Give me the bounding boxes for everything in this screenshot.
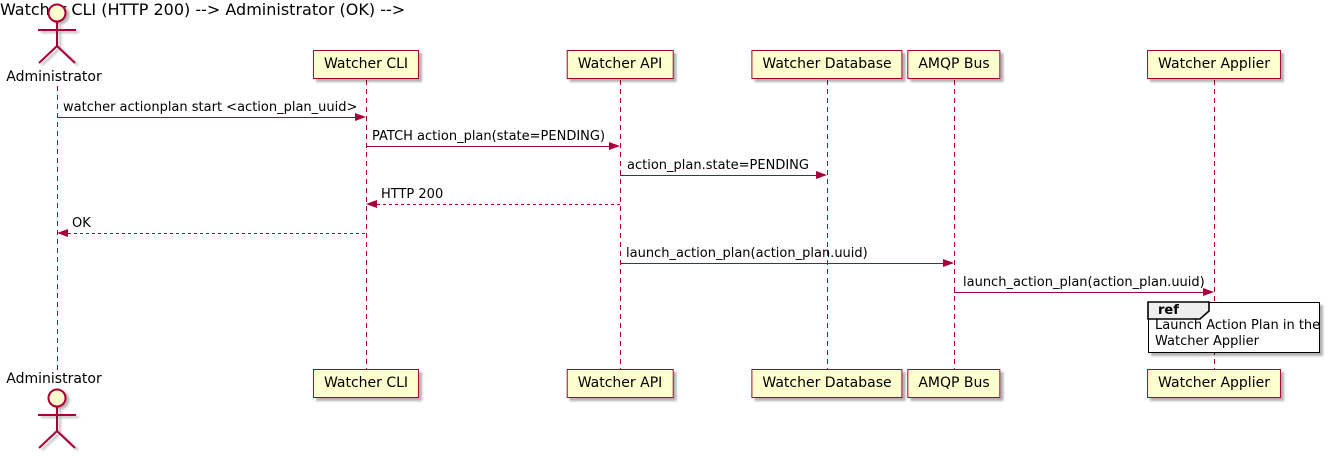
ref-keyword: ref: [1158, 303, 1179, 318]
participant-watcher-api-bottom: Watcher API: [566, 369, 674, 398]
ref-text-line-1: Launch Action Plan in the: [1155, 318, 1321, 333]
participant-watcher-database-top: Watcher Database: [751, 50, 903, 79]
message-1-arrowhead-icon: [355, 113, 366, 121]
actor-administrator-icon: [35, 2, 79, 68]
actor-administrator-icon-bottom: [35, 387, 79, 453]
lifeline-watcher-cli: [366, 80, 367, 370]
message-3-line: [620, 175, 816, 176]
message-3-arrowhead-icon: [816, 171, 827, 179]
message-4-label: HTTP 200: [381, 187, 444, 202]
participant-amqp-bus-bottom: AMQP Bus: [907, 369, 1001, 398]
message-7-line: [954, 292, 1203, 293]
ref-text-line-2: Watcher Applier: [1155, 334, 1259, 349]
message-4-arrowhead-icon: [366, 200, 377, 208]
message-5-label: OK: [72, 216, 91, 231]
lifeline-watcher-api: [620, 80, 621, 370]
participant-watcher-cli-bottom: Watcher CLI: [312, 369, 420, 398]
message-6-line: [620, 263, 943, 264]
participant-watcher-cli-top: Watcher CLI: [312, 50, 420, 79]
message-5-arrowhead-icon: [57, 229, 68, 237]
participant-watcher-applier-top: Watcher Applier: [1147, 50, 1281, 79]
lifeline-watcher-applier: [1214, 80, 1215, 370]
message-7-arrowhead-icon: [1203, 288, 1214, 296]
message-1-line: [57, 117, 355, 118]
lifeline-amqp-bus: [954, 80, 955, 370]
lifeline-administrator: [57, 86, 58, 370]
actor-administrator-label-top: Administrator: [6, 69, 102, 85]
message-6-label: launch_action_plan(action_plan.uuid): [626, 246, 868, 261]
actor-administrator-label-bottom: Administrator: [6, 371, 102, 387]
participant-watcher-applier-bottom: Watcher Applier: [1147, 369, 1281, 398]
message-2-line: [366, 146, 609, 147]
message-2-arrowhead-icon: [609, 142, 620, 150]
message-1-label: watcher actionplan start <action_plan_uu…: [63, 100, 358, 115]
message-4-line: [377, 204, 620, 205]
participant-watcher-api-top: Watcher API: [566, 50, 674, 79]
ref-pentagon-icon: [1147, 301, 1213, 325]
participant-watcher-database-bottom: Watcher Database: [751, 369, 903, 398]
message-2-label: PATCH action_plan(state=PENDING): [372, 129, 606, 144]
message-3-label: action_plan.state=PENDING: [627, 158, 809, 173]
participant-amqp-bus-top: AMQP Bus: [907, 50, 1001, 79]
message-7-label: launch_action_plan(action_plan.uuid): [963, 275, 1205, 290]
ref-fragment: ref Launch Action Plan in the Watcher Ap…: [1147, 301, 1320, 353]
message-5-line: [68, 233, 366, 234]
lifeline-watcher-database: [827, 80, 828, 370]
ref-text: Launch Action Plan in the Watcher Applie…: [1155, 318, 1320, 350]
message-6-arrowhead-icon: [943, 259, 954, 267]
